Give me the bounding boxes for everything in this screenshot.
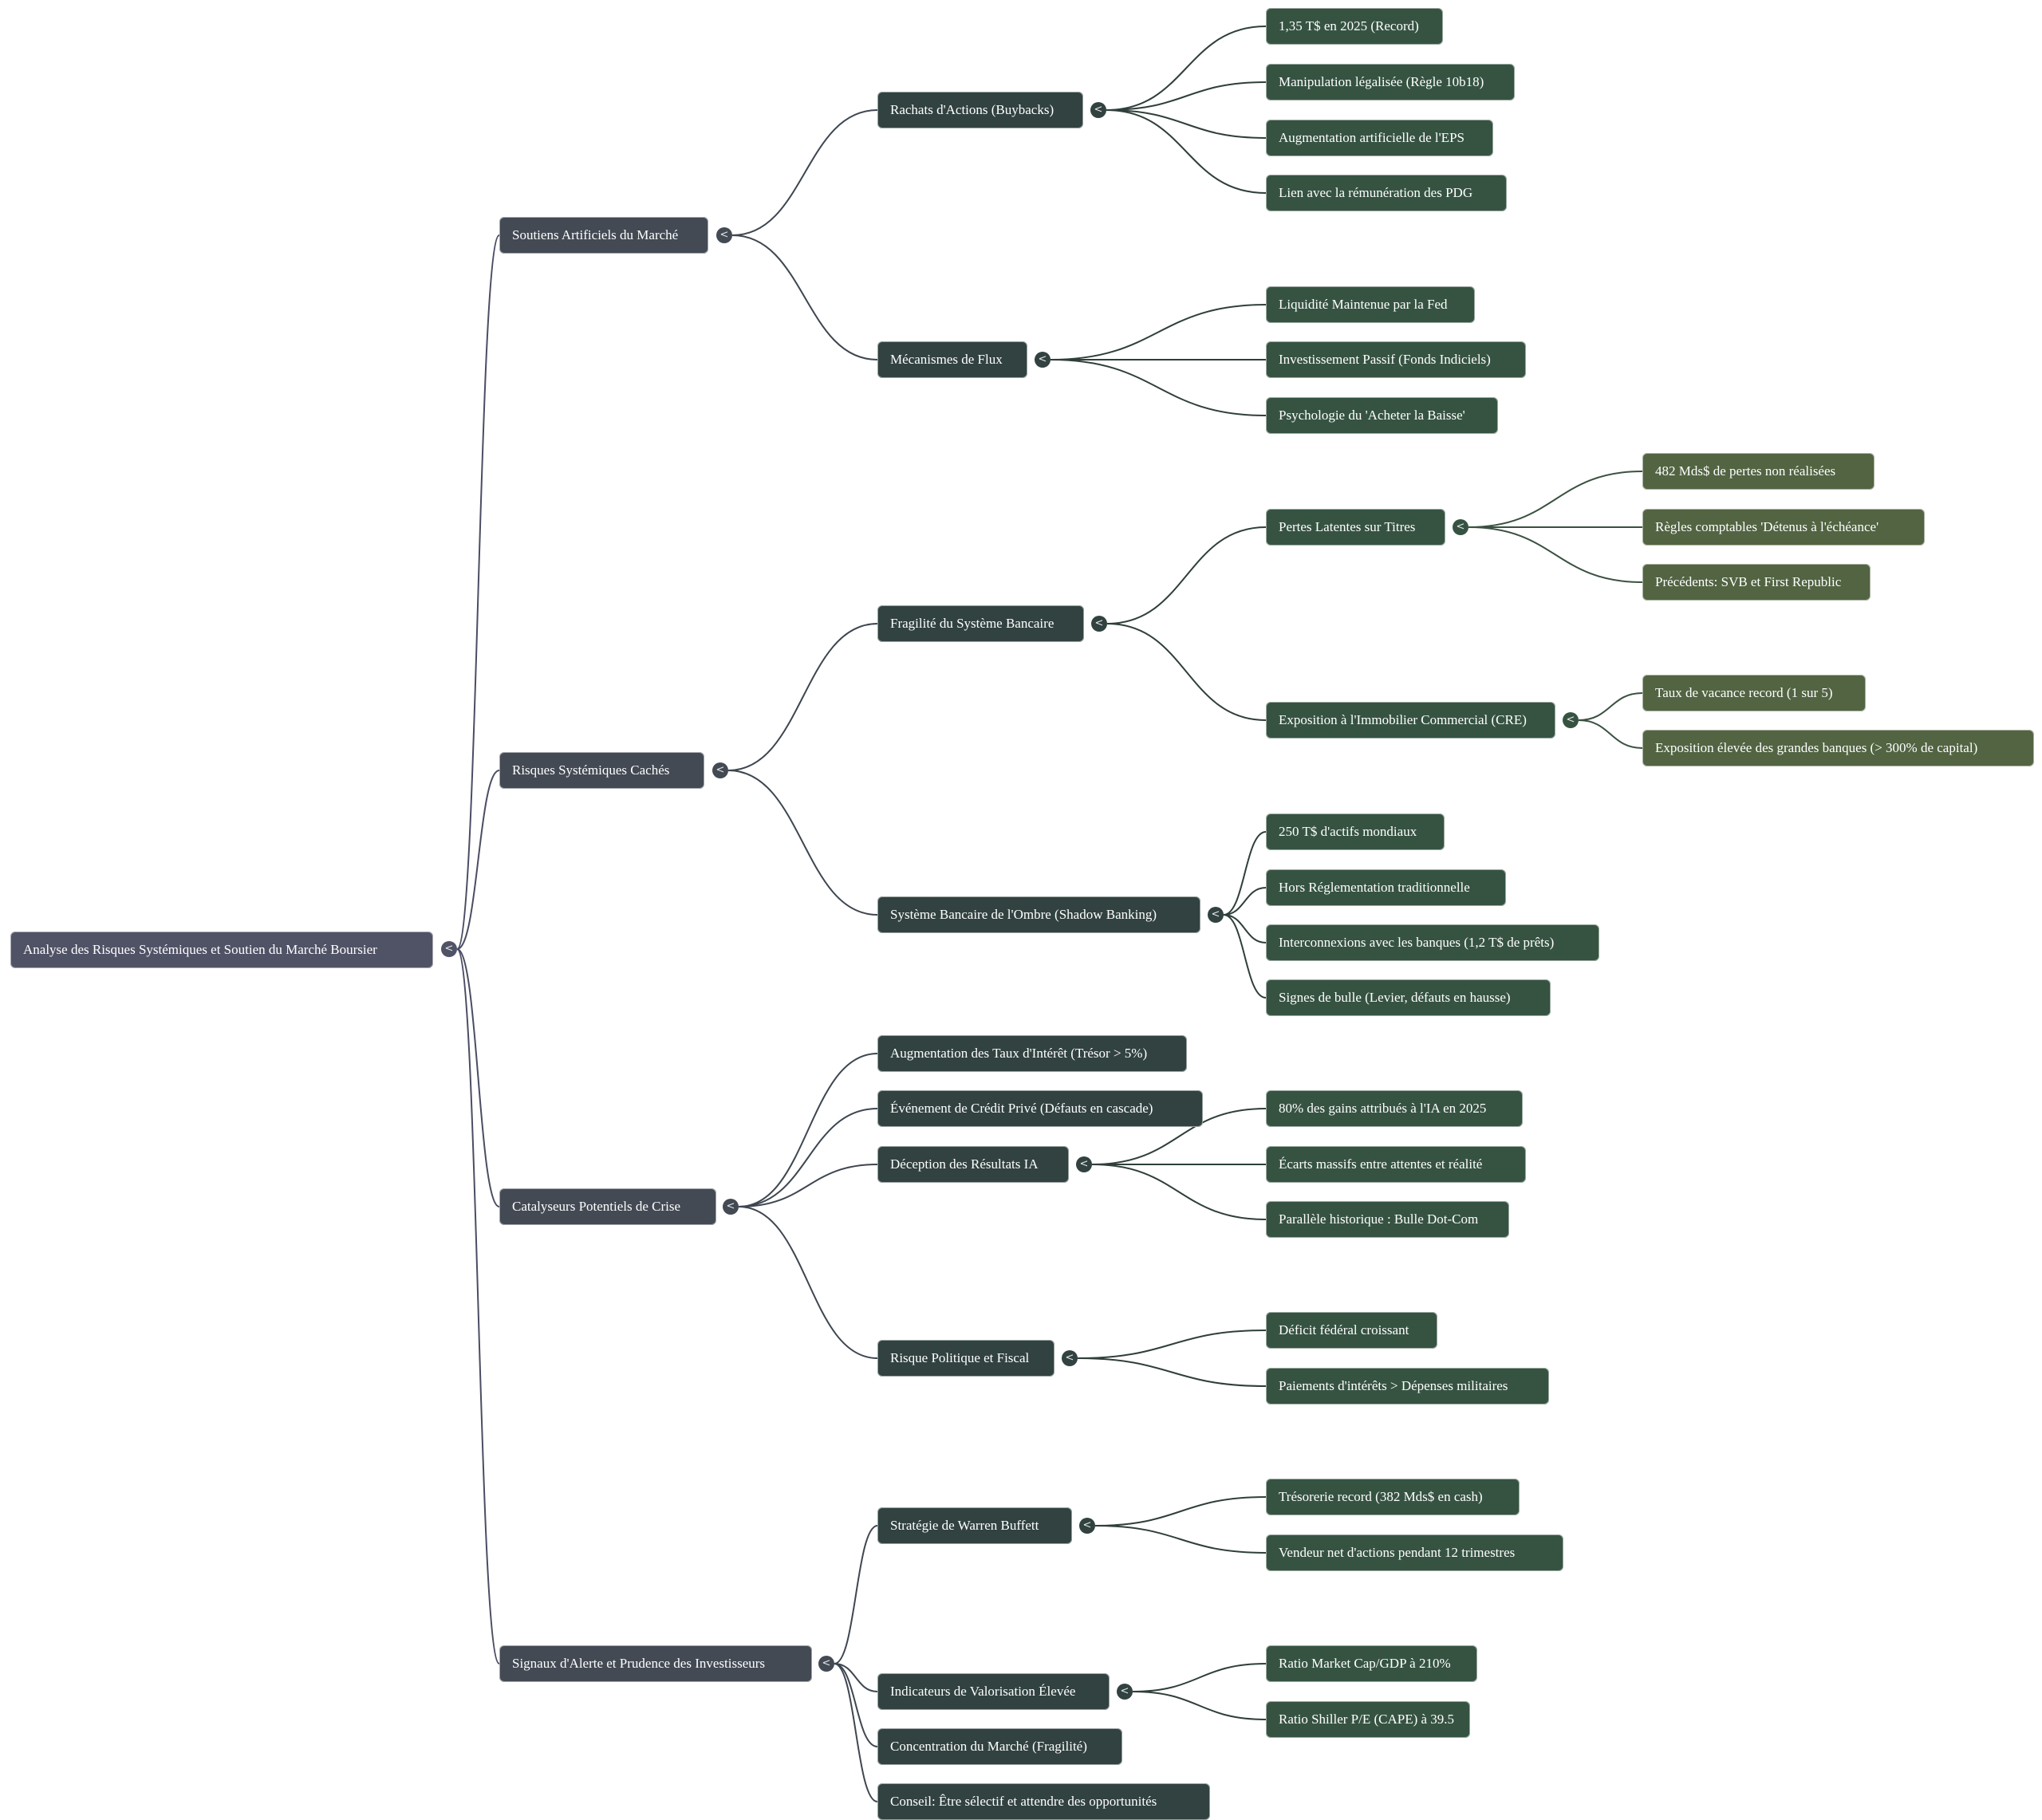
leaf-regles-comptables[interactable]: Règles comptables 'Détenus à l'échéance' [1642, 509, 1925, 546]
leaf-regle-10b18[interactable]: Manipulation légalisée (Règle 10b18) [1266, 64, 1515, 100]
collapse-toggle-icon[interactable]: < [1208, 907, 1224, 923]
leaf-ecarts-massifs[interactable]: Écarts massifs entre attentes et réalité [1266, 1146, 1526, 1183]
connector-line [1223, 887, 1267, 916]
connector-line [1050, 359, 1267, 416]
connector-line [1091, 1108, 1267, 1165]
collapse-toggle-icon[interactable]: < [1091, 616, 1107, 632]
connector-line [1091, 1164, 1267, 1220]
connector-line [1132, 1663, 1267, 1692]
leaf-market-cap-gdp[interactable]: Ratio Market Cap/GDP à 210% [1266, 1645, 1477, 1682]
leaf-interconnexions[interactable]: Interconnexions avec les banques (1,2 T$… [1266, 924, 1599, 961]
root-node[interactable]: Analyse des Risques Systémiques et Souti… [10, 932, 433, 968]
node-valorisation[interactable]: Indicateurs de Valorisation Élevée [877, 1673, 1110, 1710]
connector-line [1468, 471, 1643, 528]
connector-line [1132, 1691, 1267, 1720]
connector-line [1106, 109, 1267, 139]
collapse-toggle-icon[interactable]: < [1563, 712, 1579, 728]
collapse-toggle-icon[interactable]: < [441, 941, 457, 957]
node-taux-interet[interactable]: Augmentation des Taux d'Intérêt (Trésor … [877, 1035, 1187, 1072]
node-concentration[interactable]: Concentration du Marché (Fragilité) [877, 1728, 1122, 1765]
connector-line [834, 1663, 878, 1802]
connector-line [1578, 719, 1643, 749]
leaf-tresorerie-record[interactable]: Trésorerie record (382 Mds$ en cash) [1266, 1479, 1520, 1515]
leaf-gains-ia[interactable]: 80% des gains attribués à l'IA en 2025 [1266, 1090, 1523, 1127]
connector-line [727, 623, 878, 771]
collapse-toggle-icon[interactable]: < [1090, 102, 1106, 118]
node-pertes-latentes[interactable]: Pertes Latentes sur Titres [1266, 509, 1445, 546]
connector-line [456, 234, 500, 950]
leaf-taux-vacance[interactable]: Taux de vacance record (1 sur 5) [1642, 675, 1866, 711]
node-deception-ia[interactable]: Déception des Résultats IA [877, 1146, 1069, 1183]
collapse-toggle-icon[interactable]: < [1079, 1518, 1095, 1534]
leaf-vendeur-net[interactable]: Vendeur net d'actions pendant 12 trimest… [1266, 1534, 1563, 1571]
branch-signaux[interactable]: Signaux d'Alerte et Prudence des Investi… [499, 1645, 812, 1682]
collapse-toggle-icon[interactable]: < [723, 1199, 739, 1215]
leaf-actifs-mondiaux[interactable]: 250 T$ d'actifs mondiaux [1266, 813, 1445, 850]
leaf-shiller-pe[interactable]: Ratio Shiller P/E (CAPE) à 39.5 [1266, 1701, 1470, 1738]
node-risque-politique[interactable]: Risque Politique et Fiscal [877, 1340, 1055, 1377]
branch-soutiens[interactable]: Soutiens Artificiels du Marché [499, 217, 708, 254]
connector-line [738, 1164, 878, 1207]
branch-catalyseurs[interactable]: Catalyseurs Potentiels de Crise [499, 1188, 716, 1225]
connector-line [731, 234, 878, 360]
connector-line [456, 948, 500, 1664]
connector-line [456, 770, 500, 950]
leaf-pertes-non-realisees[interactable]: 482 Mds$ de pertes non réalisées [1642, 453, 1874, 490]
connector-line [1106, 81, 1267, 111]
node-conseil[interactable]: Conseil: Être sélectif et attendre des o… [877, 1783, 1210, 1820]
leaf-deficit-federal[interactable]: Déficit fédéral croissant [1266, 1312, 1437, 1349]
connector-line [834, 1525, 878, 1664]
collapse-toggle-icon[interactable]: < [712, 762, 728, 778]
connector-line [834, 1663, 878, 1692]
collapse-toggle-icon[interactable]: < [716, 227, 732, 243]
connector-line [738, 1053, 878, 1207]
connector-line [1094, 1525, 1267, 1554]
connector-line [1223, 914, 1267, 999]
collapse-toggle-icon[interactable]: < [1035, 352, 1051, 368]
connector-line [1106, 109, 1267, 194]
leaf-eps[interactable]: Augmentation artificielle de l'EPS [1266, 120, 1493, 156]
leaf-precedents-svb[interactable]: Précédents: SVB et First Republic [1642, 564, 1871, 601]
node-credit-prive[interactable]: Événement de Crédit Privé (Défauts en ca… [877, 1090, 1203, 1127]
collapse-toggle-icon[interactable]: < [1062, 1350, 1078, 1366]
leaf-paiements-interets[interactable]: Paiements d'intérêts > Dépenses militair… [1266, 1368, 1549, 1404]
node-mecanismes[interactable]: Mécanismes de Flux [877, 341, 1027, 378]
connector-line [727, 770, 878, 916]
connector-line [456, 948, 500, 1207]
leaf-remuneration-pdg[interactable]: Lien avec la rémunération des PDG [1266, 175, 1507, 211]
connector-line [731, 109, 878, 236]
collapse-toggle-icon[interactable]: < [1117, 1684, 1133, 1700]
collapse-toggle-icon[interactable]: < [1453, 519, 1468, 535]
leaf-buybacks-record[interactable]: 1,35 T$ en 2025 (Record) [1266, 8, 1443, 45]
leaf-investissement-passif[interactable]: Investissement Passif (Fonds Indiciels) [1266, 341, 1526, 378]
connector-line [738, 1108, 878, 1207]
connector-line [1578, 692, 1643, 721]
leaf-acheter-baisse[interactable]: Psychologie du 'Acheter la Baisse' [1266, 397, 1498, 434]
node-immobilier-commercial[interactable]: Exposition à l'Immobilier Commercial (CR… [1266, 702, 1555, 739]
leaf-liquidite-fed[interactable]: Liquidité Maintenue par la Fed [1266, 286, 1475, 323]
branch-risques[interactable]: Risques Systémiques Cachés [499, 752, 704, 789]
connector-line [1106, 26, 1267, 111]
leaf-hors-reglementation[interactable]: Hors Réglementation traditionnelle [1266, 869, 1506, 906]
connector-line [1106, 623, 1267, 721]
leaf-dot-com[interactable]: Parallèle historique : Bulle Dot-Com [1266, 1201, 1509, 1238]
node-fragilite[interactable]: Fragilité du Système Bancaire [877, 605, 1084, 642]
connector-line [1050, 304, 1267, 360]
connector-line [1223, 831, 1267, 916]
connector-line [1468, 526, 1643, 583]
connector-line [1223, 914, 1267, 943]
connector-line [1077, 1357, 1267, 1387]
leaf-exposition-grandes-banques[interactable]: Exposition élevée des grandes banques (>… [1642, 730, 2034, 766]
collapse-toggle-icon[interactable]: < [818, 1656, 834, 1672]
connector-line [1094, 1496, 1267, 1527]
connector-line [738, 1206, 878, 1359]
collapse-toggle-icon[interactable]: < [1076, 1156, 1092, 1172]
node-buffett[interactable]: Stratégie de Warren Buffett [877, 1507, 1072, 1544]
connector-line [1106, 526, 1267, 624]
leaf-signes-bulle[interactable]: Signes de bulle (Levier, défauts en haus… [1266, 979, 1551, 1016]
node-rachats[interactable]: Rachats d'Actions (Buybacks) [877, 92, 1083, 128]
connector-line [1077, 1330, 1267, 1359]
connector-line [834, 1663, 878, 1747]
node-shadow-banking[interactable]: Système Bancaire de l'Ombre (Shadow Bank… [877, 896, 1200, 933]
